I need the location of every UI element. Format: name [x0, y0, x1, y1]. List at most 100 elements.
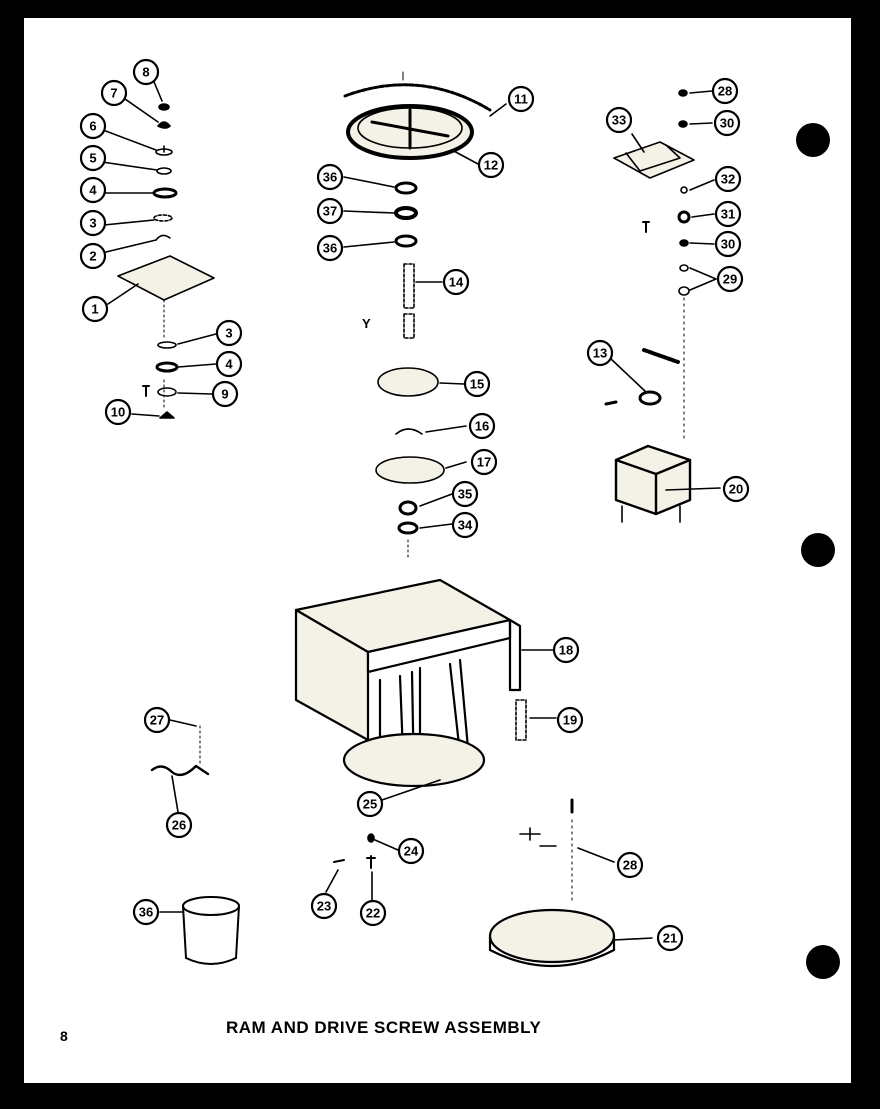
callout-number: 8	[142, 65, 149, 80]
callout-c12: 12	[477, 151, 505, 179]
callout-c9: 9	[211, 380, 239, 408]
callout-c4a: 4	[79, 176, 107, 204]
callout-c36b: 36	[316, 234, 344, 262]
callout-number: 18	[559, 643, 573, 658]
callout-c30b: 30	[714, 230, 742, 258]
callout-circle	[165, 811, 193, 839]
callout-circle	[716, 265, 744, 293]
callout-c31: 31	[714, 200, 742, 228]
callout-number: 34	[458, 518, 473, 533]
callout-circle	[470, 448, 498, 476]
callout-circle	[79, 242, 107, 270]
callout-c6: 6	[79, 112, 107, 140]
callout-c1: 1	[81, 295, 109, 323]
callout-c36c: 36	[132, 898, 160, 926]
callout-c13: 13	[586, 339, 614, 367]
callout-c14: 14	[442, 268, 470, 296]
callout-number: 17	[477, 455, 491, 470]
callout-c7: 7	[100, 79, 128, 107]
callout-circle	[507, 85, 535, 113]
callout-number: 4	[225, 357, 233, 372]
callout-circle	[215, 319, 243, 347]
callout-c23: 23	[310, 892, 338, 920]
callout-circle	[711, 77, 739, 105]
callout-number: 36	[323, 241, 337, 256]
callout-bubbles: 8765432134910111236373614151617353428303…	[79, 58, 750, 952]
callout-c28a: 28	[711, 77, 739, 105]
lower-center-hardware	[325, 833, 399, 901]
callout-c8a: 8	[132, 58, 160, 86]
callout-circle	[211, 380, 239, 408]
callout-c35: 35	[451, 480, 479, 508]
binder-hole-top	[796, 123, 830, 157]
callout-circle	[81, 295, 109, 323]
callout-c30a: 30	[713, 109, 741, 137]
callout-number: 25	[363, 797, 377, 812]
callout-circle	[79, 209, 107, 237]
callout-circle	[556, 706, 584, 734]
callout-number: 35	[458, 487, 472, 502]
callout-c22: 22	[359, 899, 387, 927]
callout-c5: 5	[79, 144, 107, 172]
callout-c16: 16	[468, 412, 496, 440]
callout-circle	[359, 899, 387, 927]
callout-circle	[451, 511, 479, 539]
callout-number: 10	[111, 405, 125, 420]
callout-number: 28	[718, 84, 732, 99]
callout-number: 30	[721, 237, 735, 252]
callout-number: 4	[89, 183, 97, 198]
callout-number: 31	[721, 207, 735, 222]
callout-c18: 18	[552, 636, 580, 664]
callout-c28b: 28	[616, 851, 644, 879]
callout-circle	[100, 79, 128, 107]
callout-circle	[79, 144, 107, 172]
callout-circle	[586, 339, 614, 367]
callout-number: 22	[366, 906, 380, 921]
callout-number: 12	[484, 158, 498, 173]
callout-circle	[316, 163, 344, 191]
callout-circle	[451, 480, 479, 508]
callout-circle	[132, 58, 160, 86]
callout-c3a: 3	[79, 209, 107, 237]
callout-c25: 25	[356, 790, 384, 818]
diagram-title: RAM AND DRIVE SCREW ASSEMBLY	[226, 1018, 542, 1037]
callout-circle	[356, 790, 384, 818]
callout-number: 11	[514, 92, 528, 107]
callout-circle	[316, 197, 344, 225]
callout-number: 16	[475, 419, 489, 434]
callout-circle	[316, 234, 344, 262]
callout-number: 20	[729, 482, 743, 497]
callout-number: 27	[150, 713, 164, 728]
callout-number: 37	[323, 204, 337, 219]
callout-number: 1	[91, 302, 98, 317]
callout-number: 5	[89, 151, 96, 166]
callout-c27: 27	[143, 706, 171, 734]
page-number: 8	[60, 1028, 68, 1044]
callout-circle	[477, 151, 505, 179]
callout-c11: 11	[507, 85, 535, 113]
callout-c10: 10	[104, 398, 132, 426]
binder-hole-bottom	[806, 945, 840, 979]
callout-number: 3	[225, 326, 232, 341]
callout-c3b: 3	[215, 319, 243, 347]
binder-hole-middle	[801, 533, 835, 567]
callout-number: 26	[172, 818, 186, 833]
callout-circle	[714, 230, 742, 258]
callout-circle	[552, 636, 580, 664]
callout-circle	[714, 165, 742, 193]
callout-number: 28	[623, 858, 637, 873]
callout-c26: 26	[165, 811, 193, 839]
callout-number: 2	[89, 249, 96, 264]
callout-number: 32	[721, 172, 735, 187]
callout-circle	[143, 706, 171, 734]
stray-label-y: Y	[362, 316, 371, 331]
right-hardware-stack	[604, 89, 721, 523]
callout-number: 15	[470, 377, 484, 392]
callout-number: 3	[89, 216, 96, 231]
callout-circle	[468, 412, 496, 440]
callout-c4b: 4	[215, 350, 243, 378]
callout-number: 19	[563, 713, 577, 728]
callout-circle	[79, 112, 107, 140]
ram-housing	[294, 578, 557, 801]
callout-circle	[310, 892, 338, 920]
